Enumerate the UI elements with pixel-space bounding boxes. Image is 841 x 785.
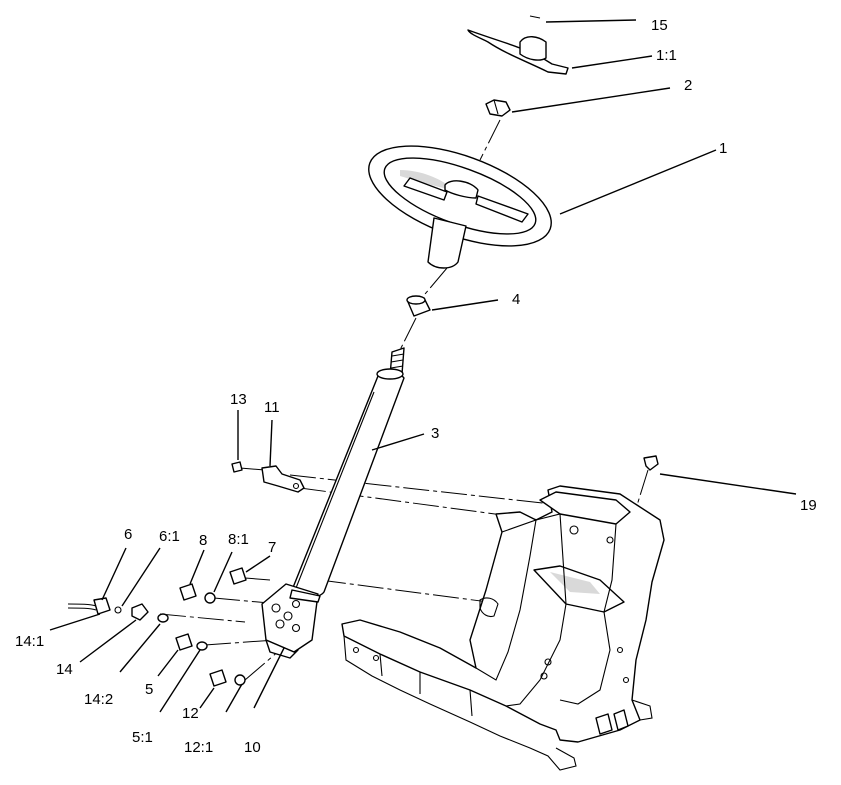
steering-wheel [368,145,552,269]
steering-valve-housing [261,583,321,659]
callout-12: 12 [182,705,199,722]
callout-6-1: 6:1 [159,528,180,545]
callout-7: 7 [268,539,276,556]
leader-lines [49,19,797,713]
hose-fittings [67,567,247,687]
callout-10: 10 [244,739,261,756]
callout-5-1: 5:1 [132,729,153,746]
callout-2: 2 [684,77,692,94]
callout-5: 5 [145,681,153,698]
steering-nut [485,99,511,117]
callout-14: 14 [56,661,73,678]
steering-wheel-cap [467,15,569,75]
callout-labels: 15 1:1 2 1 4 3 13 11 19 6 6:1 8 8:1 7 14… [15,17,817,756]
callout-11: 11 [264,399,280,416]
callout-12-1: 12:1 [184,739,213,756]
callout-14-1: 14:1 [15,633,44,650]
column-bracket [261,465,305,493]
callout-8-1: 8:1 [228,531,249,548]
callout-13: 13 [230,391,247,408]
callout-4: 4 [512,291,520,308]
callout-15: 15 [651,17,668,34]
callout-19: 19 [800,497,817,514]
steering-column [291,347,405,598]
frame [341,485,665,771]
callout-14-2: 14:2 [84,691,113,708]
callout-3: 3 [431,425,439,442]
bolt [231,461,243,473]
callout-1: 1 [719,140,727,157]
callout-8: 8 [199,532,207,549]
callout-1-1: 1:1 [656,47,677,64]
bushing [406,295,431,317]
callout-6: 6 [124,526,132,543]
clip [643,455,659,471]
